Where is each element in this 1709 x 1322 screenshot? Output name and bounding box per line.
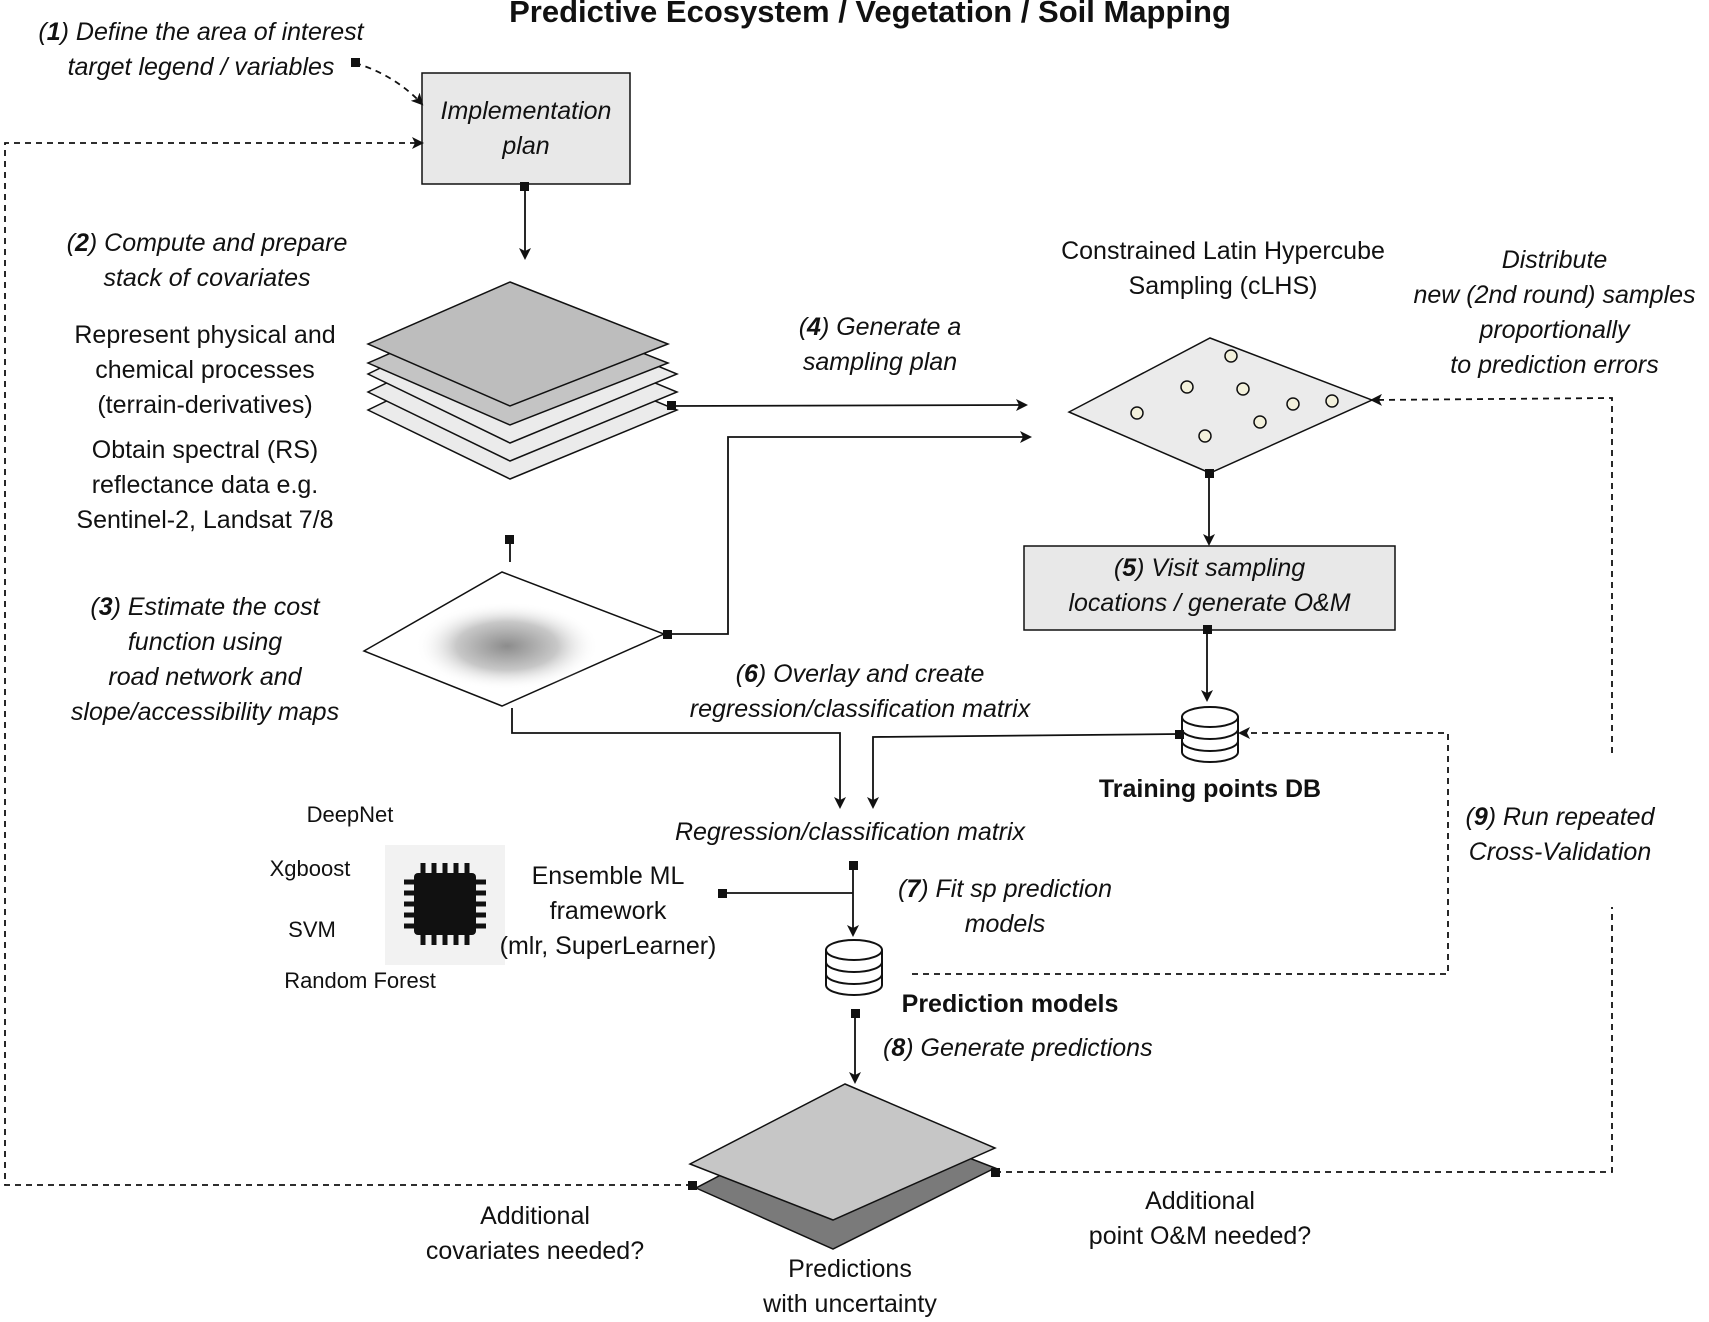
ml-method-random-forest: Random Forest bbox=[284, 968, 436, 993]
step-6-number: 6 bbox=[743, 660, 758, 688]
step-4-line1: ) Generate a bbox=[820, 313, 962, 341]
implementation-plan-line1: Implementation bbox=[440, 97, 612, 125]
step-8-line1: ) Generate predictions bbox=[905, 1034, 1153, 1062]
ml-method-deepnet: DeepNet bbox=[306, 802, 394, 827]
step-3-line2: function using bbox=[127, 628, 283, 656]
sample-point bbox=[1130, 406, 1144, 420]
step-6-line2: regression/classification matrix bbox=[689, 695, 1031, 723]
step-7-number: 7 bbox=[906, 875, 921, 903]
step-4-number: 4 bbox=[807, 313, 821, 341]
step-7-line2: models bbox=[964, 910, 1046, 938]
step-9-number: 9 bbox=[1473, 803, 1488, 831]
step-6-label: (6) Overlay and create bbox=[735, 660, 985, 688]
step-7-label: (7) Fit sp prediction bbox=[898, 875, 1112, 903]
visit-sampling-box bbox=[1023, 545, 1396, 631]
page-title: Predictive Ecosystem / Vegetation / Soil… bbox=[509, 0, 1231, 29]
step-5-label: (5) Visit sampling bbox=[1113, 554, 1306, 582]
clhs-line2: Sampling (cLHS) bbox=[1128, 272, 1318, 300]
predictions-layers bbox=[688, 1083, 997, 1250]
step-1-line1: ) Define the area of interest bbox=[60, 18, 364, 46]
distribute-line3: proportionally bbox=[1479, 316, 1630, 344]
step-3-label: (3) Estimate the cost bbox=[90, 593, 320, 621]
step-5-line2: locations / generate O&M bbox=[1068, 589, 1351, 617]
sample-point bbox=[1286, 397, 1300, 411]
additional-points-line1: Additional bbox=[1145, 1187, 1255, 1215]
physical-line2: chemical processes bbox=[95, 356, 315, 384]
step-3-line1: ) Estimate the cost bbox=[112, 593, 320, 621]
step-6-line1: ) Overlay and create bbox=[757, 660, 985, 688]
step-1-label: (1) Define the area of interest bbox=[38, 18, 364, 46]
distribute-line4: to prediction errors bbox=[1450, 351, 1659, 379]
training-db-label: Training points DB bbox=[1098, 775, 1322, 803]
implementation-plan-line2: plan bbox=[502, 132, 550, 160]
ensemble-line2: framework bbox=[549, 897, 667, 925]
distribute-line1: Distribute bbox=[1501, 246, 1608, 274]
step-3-line3: road network and bbox=[108, 663, 302, 691]
step-2-line2: stack of covariates bbox=[103, 264, 311, 292]
step-9-label: (9) Run repeated bbox=[1465, 803, 1655, 831]
distribute-line2: new (2nd round) samples bbox=[1413, 281, 1696, 309]
spectral-line2: reflectance data e.g. bbox=[91, 471, 319, 499]
step-2-label: (2) Compute and prepare bbox=[66, 229, 348, 257]
ml-method-xgboost: Xgboost bbox=[269, 856, 351, 881]
sample-point bbox=[1253, 415, 1267, 429]
step-4-label: (4) Generate a bbox=[798, 313, 962, 341]
predictions-line1: Predictions bbox=[788, 1255, 912, 1283]
ensemble-line1: Ensemble ML bbox=[531, 862, 685, 890]
additional-points-line2: point O&M needed? bbox=[1088, 1222, 1312, 1250]
connectors bbox=[4, 62, 1613, 1186]
step-1-line2: target legend / variables bbox=[67, 53, 335, 81]
spectral-line1: Obtain spectral (RS) bbox=[91, 436, 319, 464]
prediction-models-db-icon bbox=[825, 939, 883, 996]
regression-matrix-label: Regression/classification matrix bbox=[674, 818, 1026, 846]
cost-function-map bbox=[362, 571, 666, 707]
step-9-line1: ) Run repeated bbox=[1487, 803, 1655, 831]
prediction-models-label: Prediction models bbox=[901, 990, 1119, 1018]
covariate-stack bbox=[366, 281, 679, 480]
additional-covariates-line1: Additional bbox=[480, 1202, 590, 1230]
step-3-number: 3 bbox=[98, 593, 113, 621]
ensemble-line3: (mlr, SuperLearner) bbox=[499, 932, 717, 960]
additional-covariates-line2: covariates needed? bbox=[425, 1237, 645, 1265]
connector-nodes bbox=[351, 58, 1214, 1190]
step-7-line1: ) Fit sp prediction bbox=[920, 875, 1112, 903]
step-5-line1: ) Visit sampling bbox=[1136, 554, 1306, 582]
step-1-number: 1 bbox=[46, 18, 61, 46]
step-8-number: 8 bbox=[891, 1034, 906, 1062]
step-4-line2: sampling plan bbox=[802, 348, 958, 376]
sample-point bbox=[1224, 349, 1238, 363]
physical-line3: (terrain-derivatives) bbox=[97, 391, 313, 419]
implementation-plan-box bbox=[421, 72, 631, 185]
step-3-line4: slope/accessibility maps bbox=[70, 698, 340, 726]
training-db-icon bbox=[1181, 706, 1239, 763]
ml-method-svm: SVM bbox=[288, 917, 336, 942]
physical-line1: Represent physical and bbox=[74, 321, 336, 349]
sample-point bbox=[1180, 380, 1194, 394]
predictions-line2: with uncertainty bbox=[763, 1290, 937, 1318]
spectral-line3: Sentinel-2, Landsat 7/8 bbox=[76, 506, 334, 534]
clhs-sampling-diamond bbox=[1067, 337, 1374, 474]
step-8-label: (8) Generate predictions bbox=[883, 1034, 1153, 1062]
sample-point bbox=[1325, 394, 1339, 408]
step-2-line1: ) Compute and prepare bbox=[88, 229, 348, 257]
clhs-line1: Constrained Latin Hypercube bbox=[1061, 237, 1385, 265]
chip-icon bbox=[385, 845, 505, 965]
step-9-line2: Cross-Validation bbox=[1468, 838, 1652, 866]
sample-point bbox=[1198, 429, 1212, 443]
step-5-number: 5 bbox=[1122, 554, 1137, 582]
sample-point bbox=[1236, 382, 1250, 396]
step-2-number: 2 bbox=[74, 229, 89, 257]
